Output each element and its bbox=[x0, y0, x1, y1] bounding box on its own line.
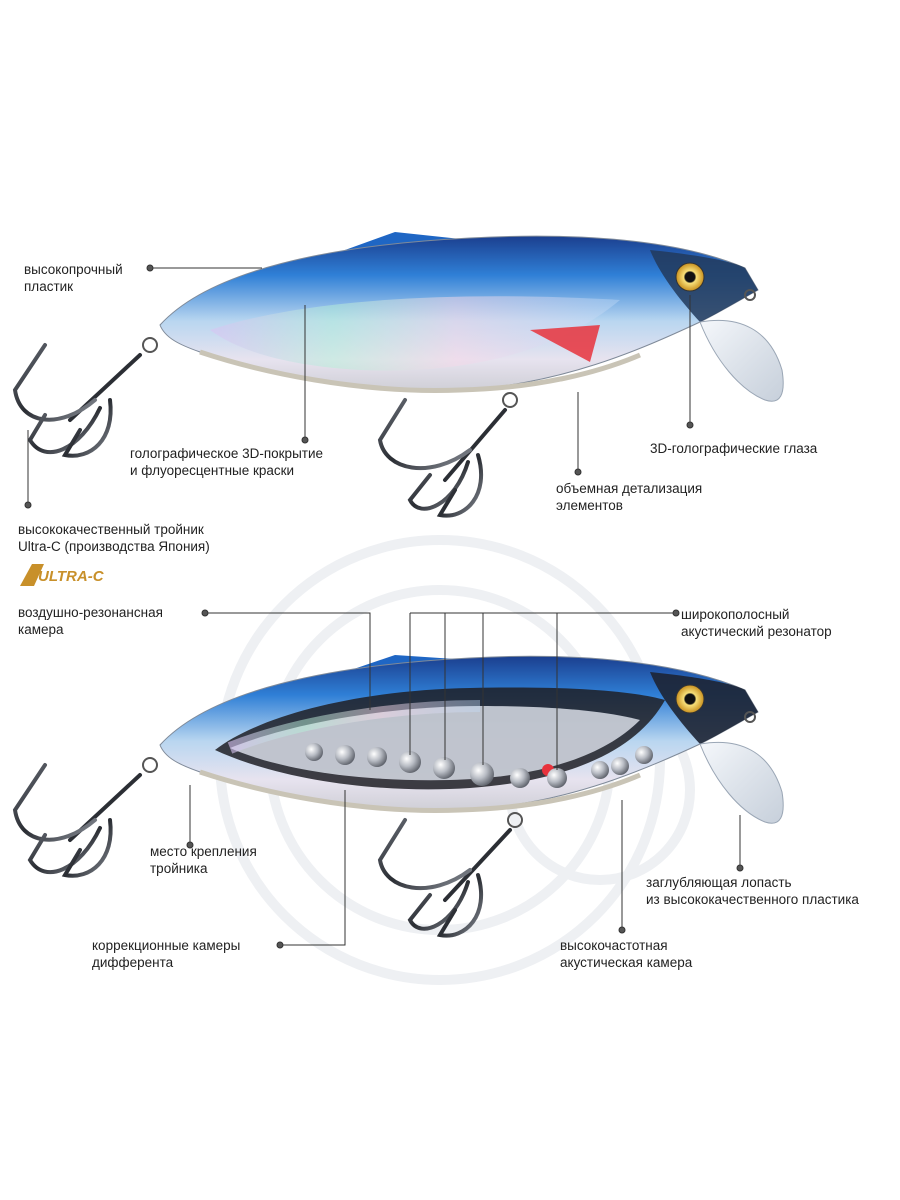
trim-balls bbox=[305, 743, 653, 788]
ultra-c-logo: ULTRA-C bbox=[20, 564, 105, 586]
eye-bottom bbox=[675, 684, 705, 714]
brand-text: ULTRA-C bbox=[38, 568, 105, 585]
lure-top bbox=[12, 232, 784, 518]
treble-hook-front-top bbox=[377, 398, 507, 518]
diving-lip-bottom bbox=[699, 741, 784, 824]
pectoral-fin bbox=[530, 325, 600, 362]
label-eyes: 3D-голографические глаза bbox=[650, 441, 818, 456]
eye-top bbox=[675, 262, 705, 292]
treble-hook-front-bottom bbox=[377, 818, 512, 938]
lure-bottom bbox=[12, 655, 784, 938]
diving-lip-top bbox=[699, 319, 784, 402]
treble-hook-rear-top bbox=[12, 343, 142, 458]
leader-lines bbox=[24, 264, 744, 949]
treble-hook-rear-bottom bbox=[12, 763, 142, 878]
